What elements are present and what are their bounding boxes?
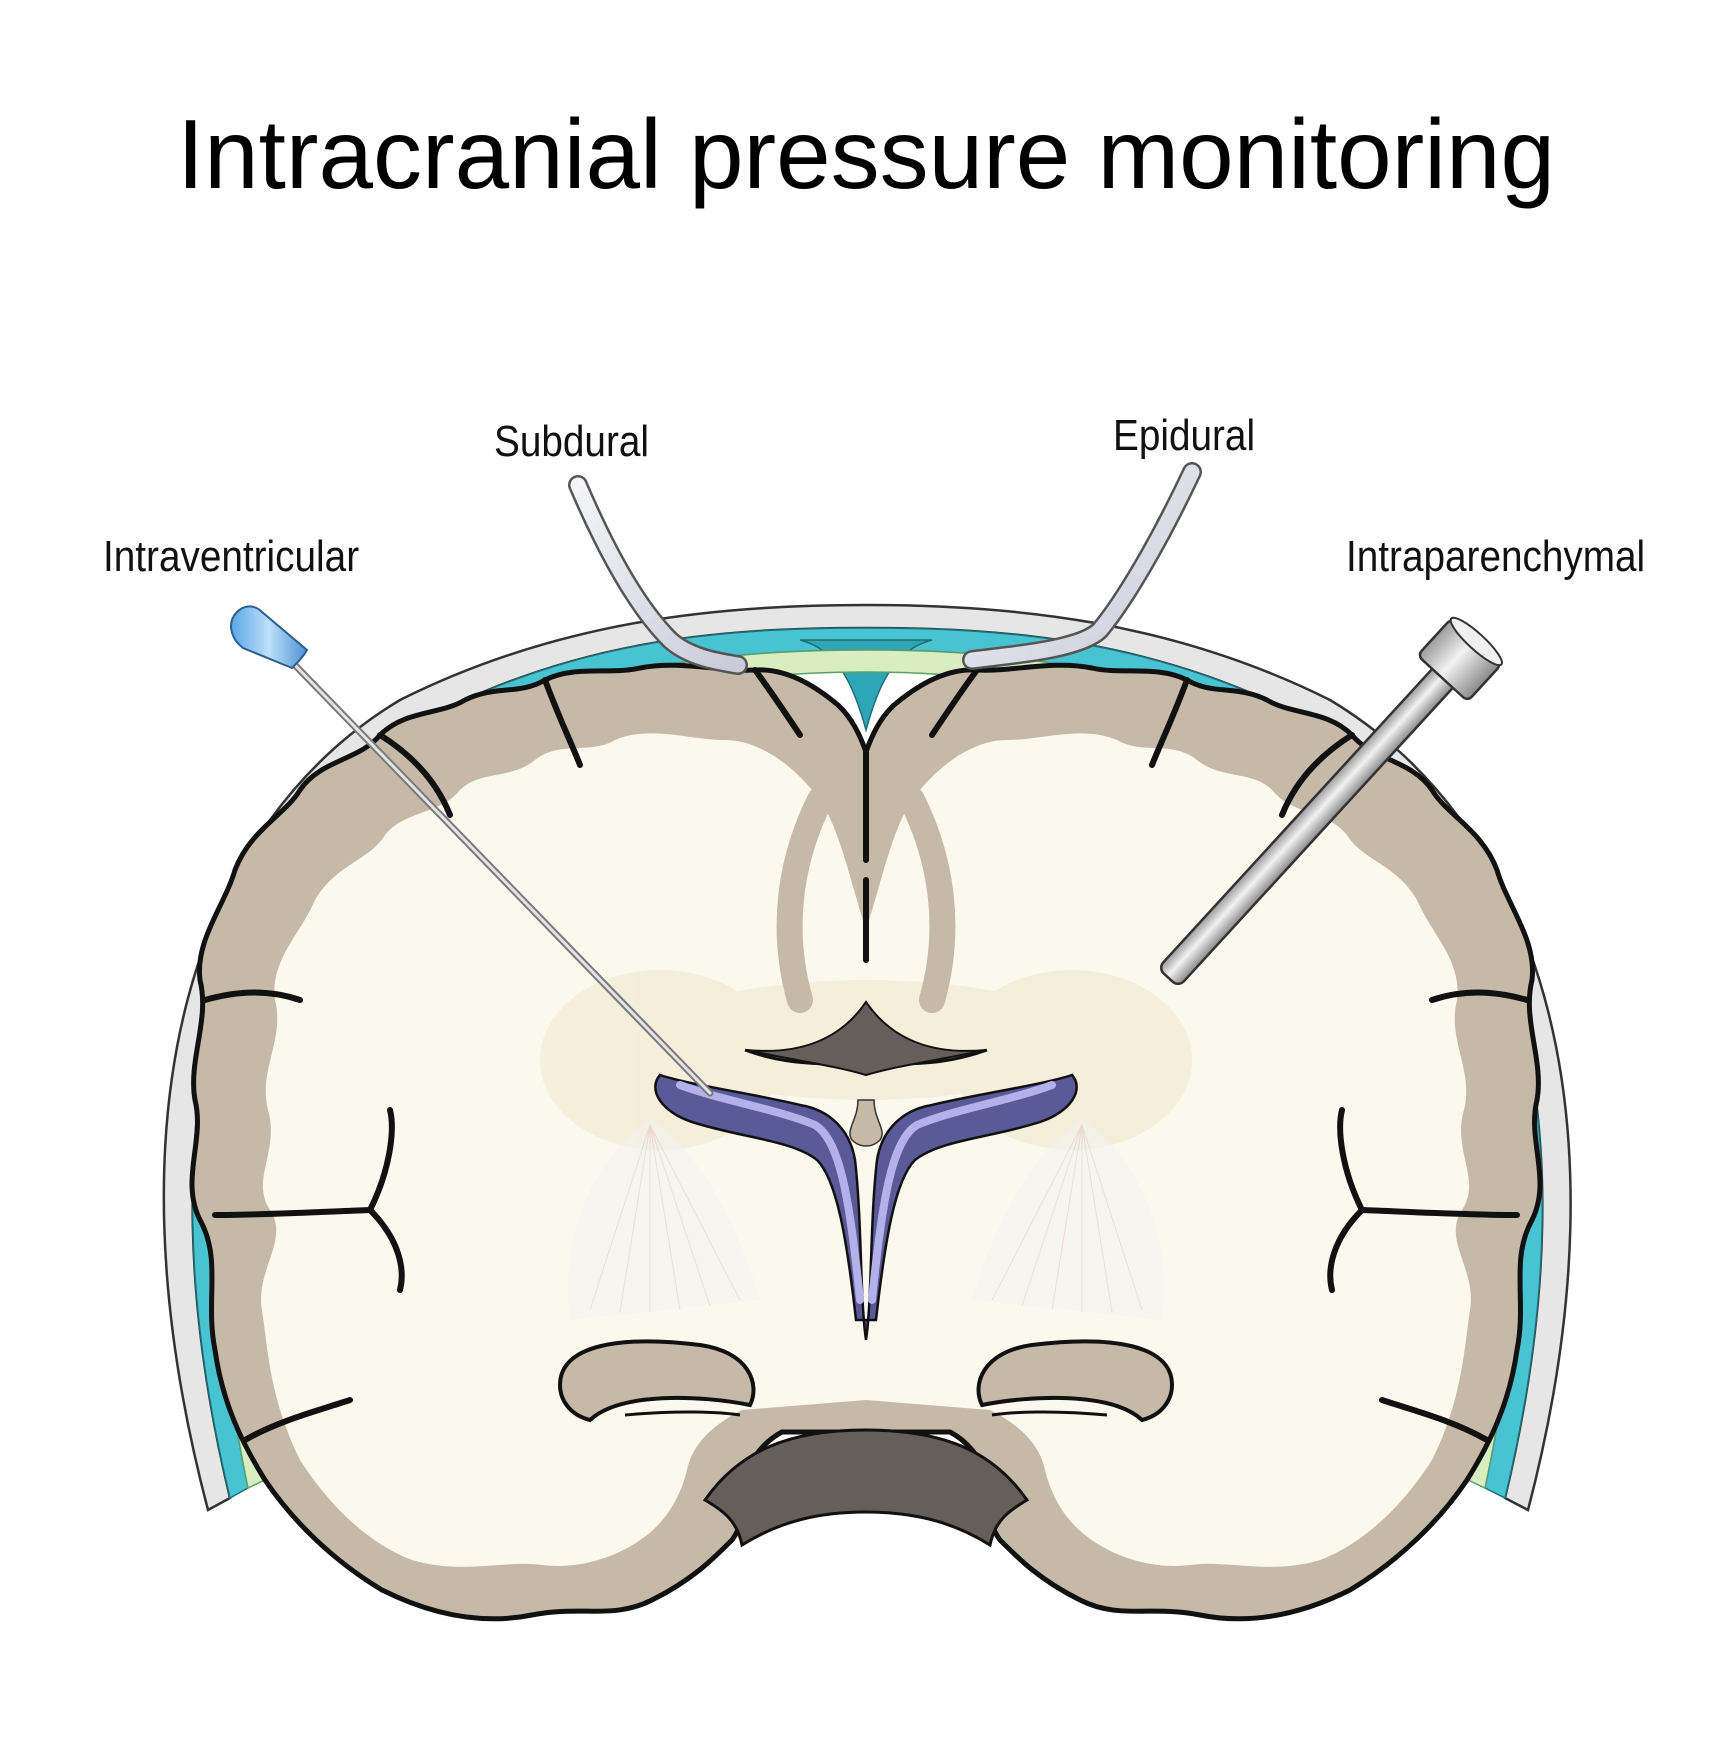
bent-tube-icon bbox=[964, 464, 1200, 668]
hippocampus-left bbox=[557, 1339, 756, 1423]
label-intraparenchymal: Intraparenchymal bbox=[1346, 532, 1646, 581]
epidural-tube bbox=[962, 462, 1202, 670]
diagram-title: Intracranial pressure monitoring bbox=[176, 99, 1556, 209]
label-subdural: Subdural bbox=[494, 417, 650, 466]
cingulate-gyri bbox=[776, 787, 956, 1013]
label-intraventricular: Intraventricular bbox=[103, 532, 360, 581]
intraparenchymal-probe bbox=[1159, 616, 1503, 986]
septum-pellucidum bbox=[849, 1099, 883, 1147]
basal-ganglia-left bbox=[568, 1120, 760, 1320]
sulci bbox=[202, 667, 1530, 1443]
lateral-ventricles bbox=[654, 1073, 1078, 1341]
ventricle-highlight bbox=[676, 1081, 864, 1304]
label-epidural: Epidural bbox=[1113, 411, 1256, 460]
subdural-tube bbox=[568, 475, 748, 675]
intraventricular-catheter bbox=[230, 605, 714, 1097]
ventricle-highlight-right bbox=[868, 1081, 1056, 1304]
catheter-needle-icon bbox=[230, 605, 309, 670]
corpus-callosum-cleft bbox=[745, 1000, 987, 1077]
hippocampus-right bbox=[976, 1339, 1175, 1423]
basal-ganglia-right bbox=[972, 1120, 1164, 1320]
bent-tube-icon bbox=[570, 477, 746, 673]
basal-cavity bbox=[702, 1428, 1030, 1548]
